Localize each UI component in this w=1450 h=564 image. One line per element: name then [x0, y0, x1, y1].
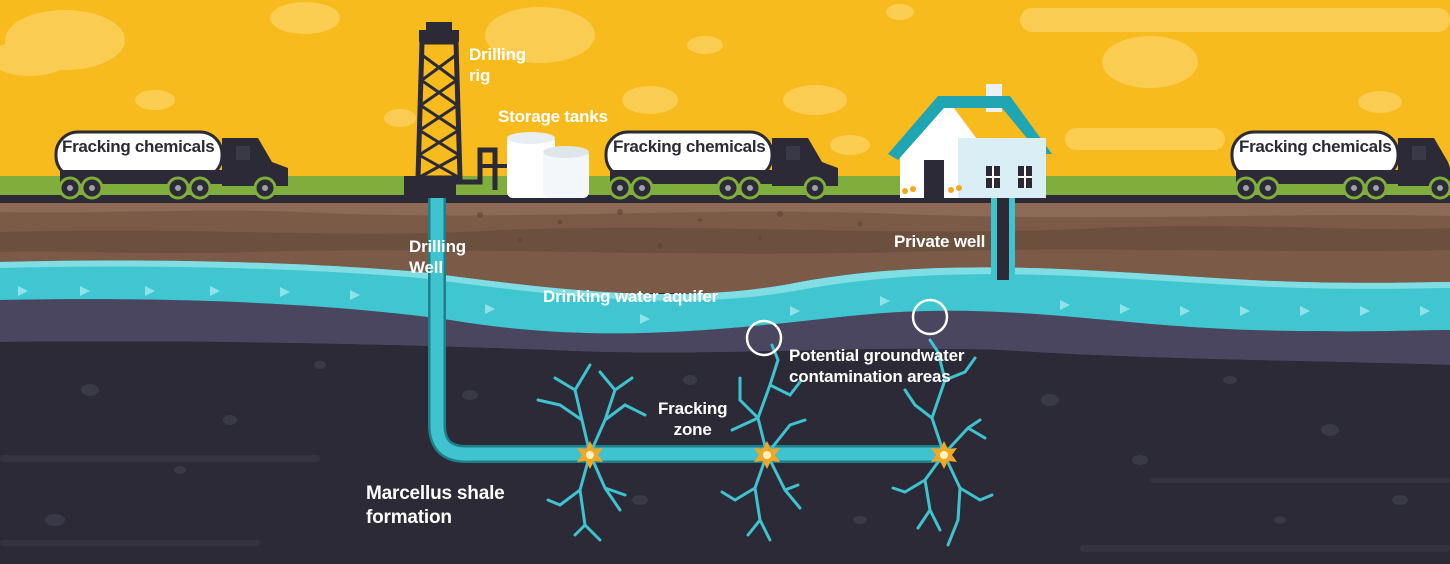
flow-arrows: [18, 286, 1430, 324]
drilling-well-pipe: [428, 198, 945, 463]
rock-band: [0, 299, 1450, 365]
contamination-marker: [911, 298, 949, 336]
label-drilling-well: Drilling Well: [409, 237, 466, 277]
soil-texture: [477, 209, 863, 249]
label-drilling-rig: Drilling rig: [469, 45, 526, 85]
label-contamination: Potential groundwater contamination area…: [789, 346, 965, 386]
label-shale-formation: Marcellus shale formation: [366, 483, 505, 528]
tanker-truck: [1230, 130, 1450, 200]
clouds: [0, 2, 1450, 155]
fractures: [536, 338, 994, 547]
storage-tanks: [507, 132, 589, 198]
label-storage-tanks: Storage tanks: [498, 107, 608, 126]
tanker-truck: [604, 130, 838, 200]
label-aquifer: Drinking water aquifer: [543, 287, 719, 306]
shale-pebbles: [45, 361, 1408, 526]
contamination-marker: [745, 319, 783, 357]
truck-label: Fracking chemicals: [613, 137, 766, 156]
label-private-well: Private well: [894, 232, 986, 251]
truck-label: Fracking chemicals: [62, 137, 215, 156]
house: [888, 84, 1052, 198]
truck-label: Fracking chemicals: [1239, 137, 1392, 156]
tanker-truck: [54, 130, 288, 200]
label-fracking-zone: Fracking zone: [658, 399, 728, 439]
shale-streaks: [0, 455, 1450, 552]
private-well-pipe: [991, 198, 1015, 280]
drilling-rig: [404, 22, 508, 198]
frack-blasts: [577, 441, 957, 469]
